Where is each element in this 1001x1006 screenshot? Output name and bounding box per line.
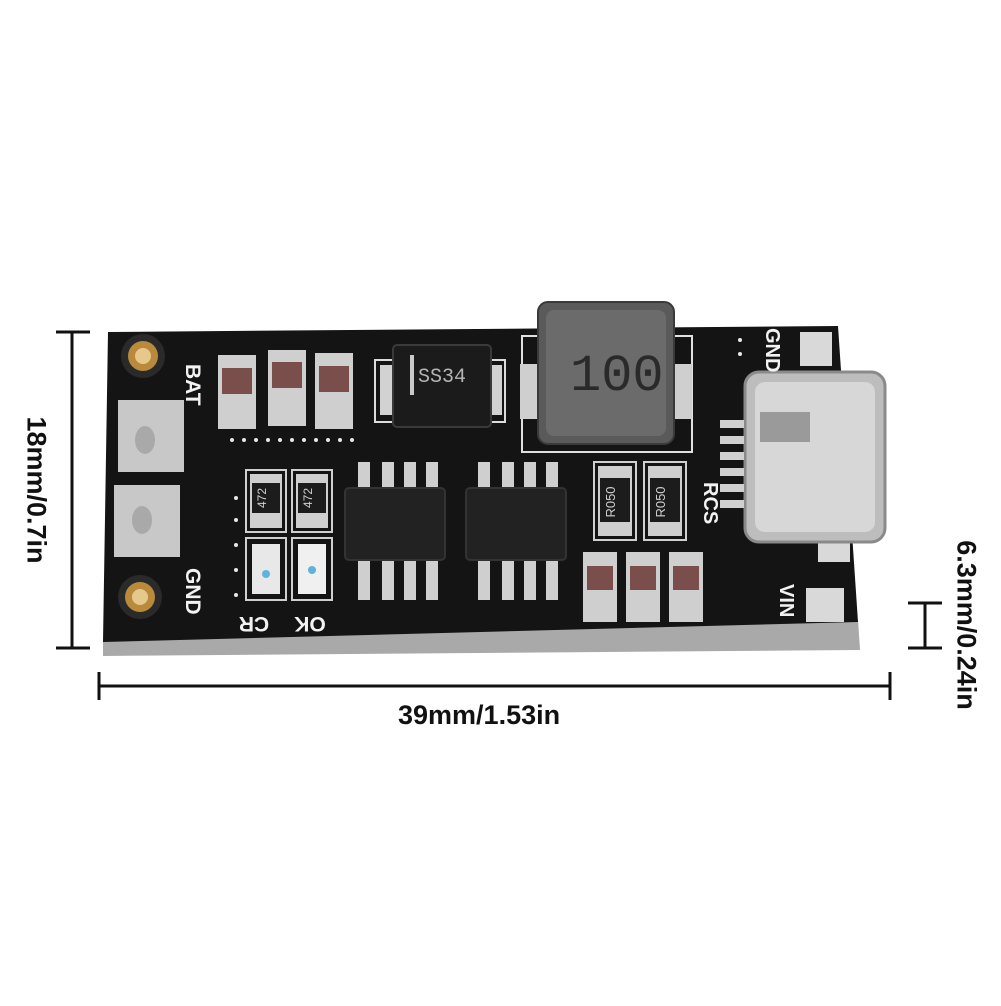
thickness-dimension-label: 6.3mm/0.24in	[951, 540, 982, 710]
label-bat: BAT	[181, 364, 204, 406]
resistor-472-a	[245, 469, 287, 533]
height-dimension-line	[56, 330, 90, 650]
height-dimension-label: 18mm/0.7in	[21, 416, 52, 564]
diode-marking: SS34	[418, 366, 466, 389]
capacitor	[218, 355, 256, 429]
label-vin: VIN	[775, 584, 797, 617]
mounting-hole-bat	[121, 334, 165, 378]
vin-pad	[806, 588, 844, 622]
silkscreen-dots	[230, 338, 742, 597]
label-gnd-right: GND	[761, 328, 783, 372]
capacitor	[315, 353, 353, 429]
label-rcs: RCS	[699, 482, 721, 524]
capacitor	[583, 552, 617, 622]
label-ok: OK	[294, 612, 326, 635]
sense-resistor-marking: R050	[603, 486, 618, 517]
gnd-right-pad	[800, 332, 832, 366]
label-gnd-left: GND	[181, 568, 204, 615]
board-edge	[103, 620, 860, 656]
usb-c-port	[720, 370, 887, 544]
inductor-marking: 100	[570, 347, 664, 406]
inductor	[520, 301, 693, 453]
led-ok	[291, 537, 333, 601]
width-dimension-label: 39mm/1.53in	[398, 700, 561, 730]
sense-resistor-b	[643, 461, 687, 541]
width-dimension-line	[97, 672, 892, 700]
sense-resistor-marking: R050	[653, 486, 668, 517]
sense-resistor-a	[593, 461, 637, 541]
resistor-marking: 472	[301, 488, 315, 508]
capacitor	[626, 552, 660, 622]
resistor-472-b	[291, 469, 333, 533]
mounting-hole-gnd	[118, 575, 162, 619]
resistor-marking: 472	[255, 488, 269, 508]
charger-ic	[344, 462, 446, 600]
schottky-diode	[374, 344, 506, 428]
thickness-dimension-line	[908, 601, 942, 650]
controller-ic	[465, 462, 567, 600]
capacitor	[669, 552, 703, 622]
label-cr: CR	[239, 612, 269, 635]
capacitor	[268, 350, 306, 426]
led-cr	[245, 537, 287, 601]
